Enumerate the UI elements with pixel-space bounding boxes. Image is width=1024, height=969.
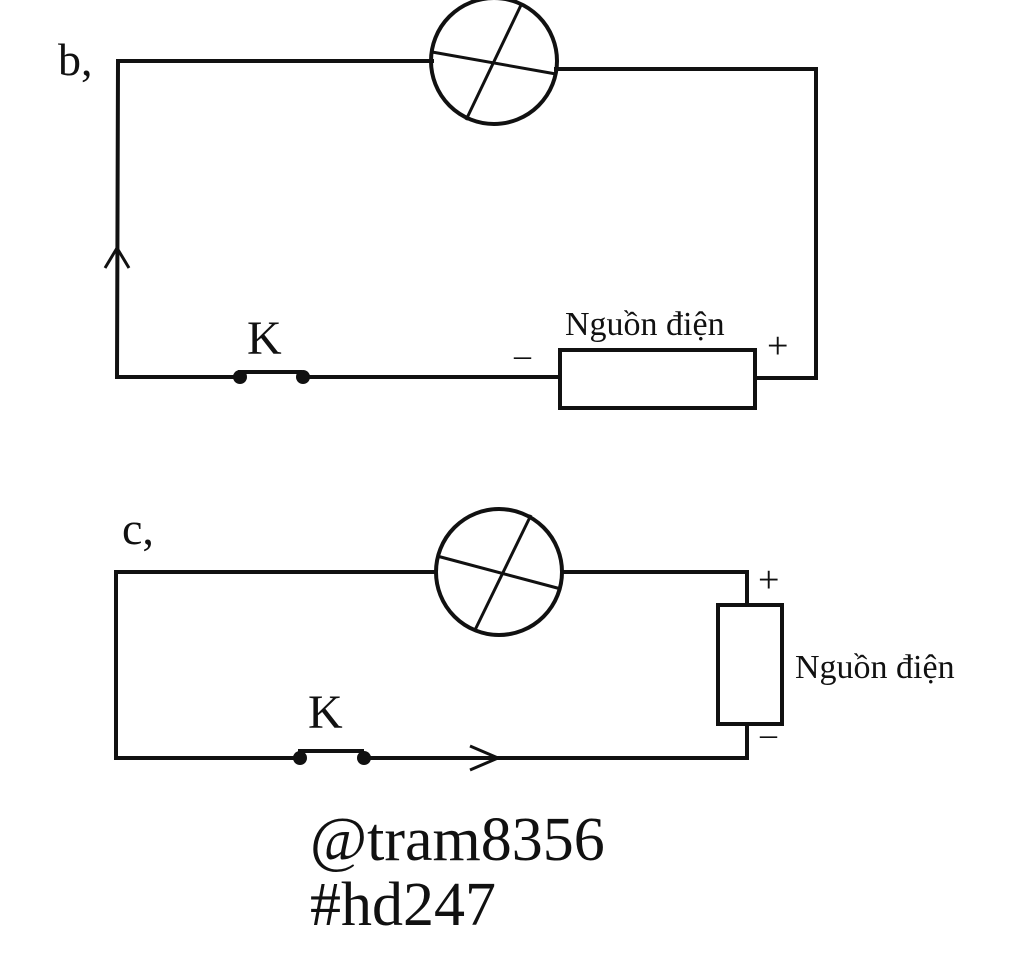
circuit-c-wire	[114, 570, 438, 760]
lamp-icon	[429, 0, 559, 126]
circuit-c-plus-sign: +	[758, 559, 779, 601]
circuit-b-plus-sign: +	[767, 325, 788, 367]
current-arrow-icon	[469, 744, 502, 772]
circuit-c-switch-label: K	[308, 686, 343, 739]
battery-icon	[716, 603, 784, 726]
circuit-b-label: b,	[58, 34, 93, 85]
circuit-b: b, K Nguồn điện – +	[58, 0, 818, 410]
current-arrow-icon	[103, 245, 131, 269]
circuit-c-source-label: Nguồn điện	[795, 649, 955, 686]
battery-icon	[558, 348, 757, 410]
circuit-c-label: c,	[122, 503, 154, 554]
circuit-c: c, K Nguồn điện + –	[114, 503, 955, 772]
circuit-c-minus-sign: –	[759, 716, 778, 753]
watermark-user: @tram8356	[310, 806, 605, 874]
circuit-b-minus-sign: –	[513, 337, 532, 374]
switch-icon	[233, 370, 310, 384]
circuit-b-switch-label: K	[247, 312, 282, 365]
circuit-b-wire	[114, 59, 434, 379]
watermark: @tram8356 #hd247	[310, 806, 605, 939]
watermark-tag: #hd247	[310, 871, 496, 939]
lamp-icon	[434, 507, 564, 637]
circuit-b-source-label: Nguồn điện	[565, 306, 725, 343]
switch-icon	[293, 749, 371, 765]
